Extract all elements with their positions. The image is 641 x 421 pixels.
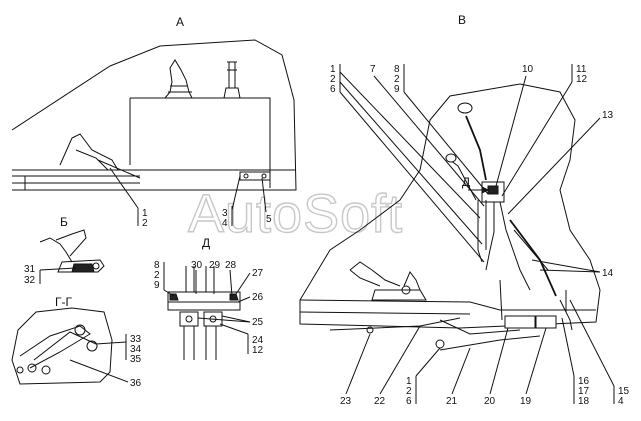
view-b-title: В <box>458 13 466 27</box>
a-label-1: 1 <box>142 208 148 219</box>
view-b-arrow-label: Д <box>462 175 470 189</box>
view-bb-title: Б <box>60 215 68 229</box>
d-label-28: 28 <box>225 260 237 271</box>
view-d: Д 8 2 9 30 29 28 27 26 25 24 12 <box>154 236 264 360</box>
b-label-18: 18 <box>578 396 590 407</box>
d-label-26: 26 <box>252 292 264 303</box>
gg-label-36: 36 <box>130 378 142 389</box>
view-b-main: В <box>299 13 630 407</box>
b-label-1b: 1 <box>406 376 412 387</box>
b-label-15: 15 <box>618 386 630 397</box>
b-label-21: 21 <box>446 396 458 407</box>
b-label-6: 6 <box>330 84 336 95</box>
gg-label-33: 33 <box>130 334 142 345</box>
view-gg-title: Г-Г <box>55 295 72 309</box>
b-label-19: 19 <box>520 396 532 407</box>
gg-label-34: 34 <box>130 344 142 355</box>
a-label-4: 4 <box>222 218 228 229</box>
d-label-27: 27 <box>252 268 264 279</box>
gg-label-35: 35 <box>130 354 142 365</box>
view-a: А 1 2 3 4 5 <box>11 15 297 229</box>
b-label-16: 16 <box>578 376 590 387</box>
a-label-3: 3 <box>222 208 228 219</box>
view-b-small: Б 31 32 <box>24 215 105 286</box>
d-label-12: 12 <box>252 345 264 356</box>
d-label-30: 30 <box>191 260 203 271</box>
watermark: AutoSoft <box>188 184 403 244</box>
a-label-2: 2 <box>142 218 148 229</box>
d-label-25: 25 <box>252 317 264 328</box>
b-label-6b: 6 <box>406 396 412 407</box>
b-label-11: 11 <box>576 64 587 75</box>
b-label-20: 20 <box>484 396 496 407</box>
b-label-7: 7 <box>370 64 376 75</box>
b-label-9: 9 <box>394 84 400 95</box>
bb-label-31: 31 <box>24 264 36 275</box>
b-label-2c: 2 <box>406 386 412 397</box>
d-label-8: 8 <box>154 260 160 271</box>
b-label-2b: 2 <box>394 74 400 85</box>
bb-label-32: 32 <box>24 275 36 286</box>
b-label-22: 22 <box>374 396 386 407</box>
d-label-24: 24 <box>252 335 264 346</box>
b-label-2: 2 <box>330 74 336 85</box>
b-label-4: 4 <box>618 396 624 407</box>
b-label-8: 8 <box>394 64 400 75</box>
d-label-29: 29 <box>209 260 221 271</box>
b-label-10: 10 <box>522 64 534 75</box>
d-label-9: 9 <box>154 280 160 291</box>
view-gg: Г-Г 33 34 35 36 <box>11 295 142 389</box>
d-label-2: 2 <box>154 270 160 281</box>
view-d-title: Д <box>202 236 210 250</box>
a-label-5: 5 <box>266 214 272 225</box>
b-label-14: 14 <box>602 268 614 279</box>
view-a-title: А <box>176 15 184 29</box>
b-label-1: 1 <box>330 64 336 75</box>
b-label-23: 23 <box>340 396 352 407</box>
b-label-13: 13 <box>602 110 614 121</box>
b-label-17: 17 <box>578 386 590 397</box>
b-label-12: 12 <box>576 74 588 85</box>
